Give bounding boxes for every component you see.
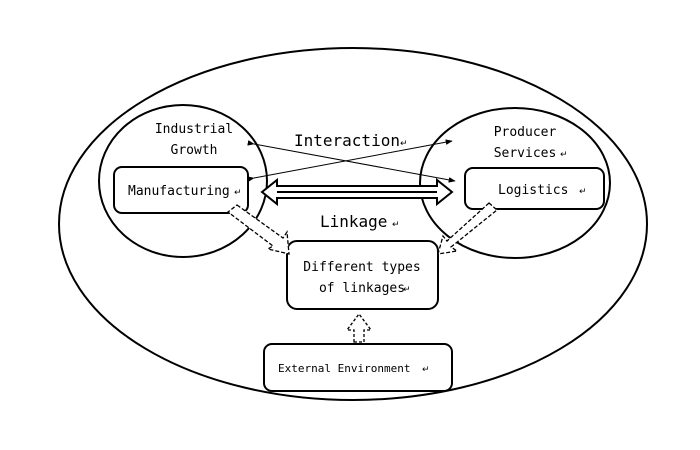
logistics-label: Logistics — [498, 183, 568, 198]
paragraph-mark: ↵ — [403, 285, 411, 295]
industrial-growth-label-line1: Industrial — [155, 122, 233, 137]
linkage-label: Linkage — [320, 212, 387, 231]
outer-ellipse — [58, 47, 648, 401]
paragraph-mark: ↵ — [400, 139, 408, 149]
industrial-growth-label-line2: Growth — [171, 143, 218, 158]
manufacturing-box — [113, 166, 249, 214]
environment-to-linkage-dashed-arrow — [345, 312, 373, 343]
paragraph-mark: ↵ — [579, 187, 587, 197]
external-environment-box — [263, 343, 453, 392]
producer-services-ellipse — [419, 107, 611, 259]
external-environment-label: External Environment — [278, 362, 410, 375]
logistics-box — [464, 167, 605, 210]
producer-services-label-line1: Producer — [494, 125, 557, 140]
paragraph-mark: ↵ — [234, 188, 242, 198]
linkage-types-label-line2: of linkages — [319, 281, 405, 296]
manufacturing-label: Manufacturing — [128, 184, 230, 199]
manufacturing-to-linkage-dashed-arrow — [226, 204, 290, 255]
paragraph-mark: ↵ — [560, 150, 568, 160]
paragraph-mark: ↵ — [422, 365, 430, 375]
interaction-label: Interaction — [294, 131, 400, 150]
logistics-to-linkage-dashed-arrow — [437, 202, 499, 255]
producer-services-label-line2: Services — [494, 146, 557, 161]
interaction-arrow-to-producer-services — [247, 139, 453, 182]
linkage-types-label-line1: Different types — [303, 260, 420, 275]
paragraph-mark: ↵ — [392, 220, 400, 230]
linkage-types-box — [286, 240, 439, 310]
